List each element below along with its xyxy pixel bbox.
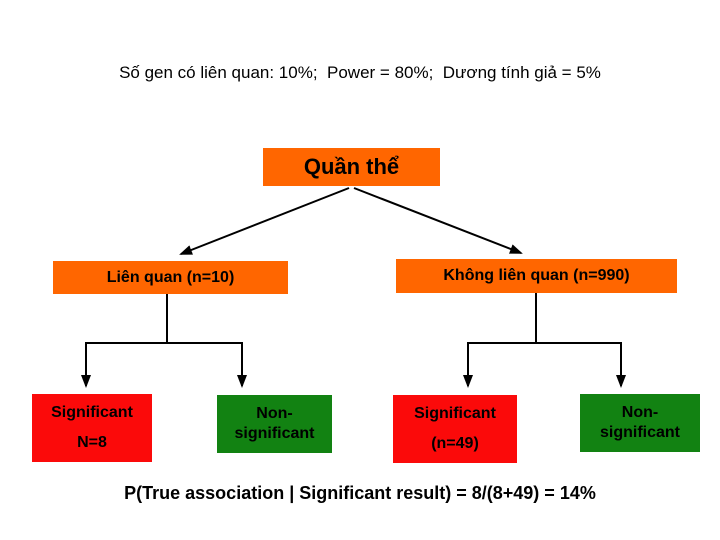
- node-population: Quần thể: [263, 148, 440, 186]
- leaf-label-line: Significant: [51, 404, 133, 422]
- arrow-root-to-not-associated: [353, 187, 523, 254]
- leaf-label-line: N=8: [77, 433, 107, 451]
- arrow-root-to-associated: [179, 187, 350, 255]
- node-nonsignificant-true-association: Non- significant: [217, 395, 332, 453]
- node-associated: Liên quan (n=10): [53, 261, 288, 294]
- node-nonsignificant-no-association: Non- significant: [580, 394, 700, 452]
- conclusion-formula: P(True association | Significant result)…: [124, 483, 596, 503]
- leaf-label-line: significant: [234, 425, 315, 442]
- slide-title: Số gen có liên quan: 10%; Power = 80%; D…: [119, 63, 601, 82]
- leaf-label-line: Significant: [414, 405, 496, 423]
- leaf-label-line: significant: [599, 424, 680, 441]
- leaf-label-line: Non-: [621, 404, 659, 421]
- node-significant-no-association: Significant (n=49): [393, 395, 517, 463]
- node-not-associated: Không liên quan (n=990): [396, 259, 677, 293]
- node-significant-true-association: Significant N=8: [32, 394, 152, 462]
- leaf-label-line: (n=49): [431, 434, 479, 452]
- leaf-label-line: Non-: [256, 405, 293, 422]
